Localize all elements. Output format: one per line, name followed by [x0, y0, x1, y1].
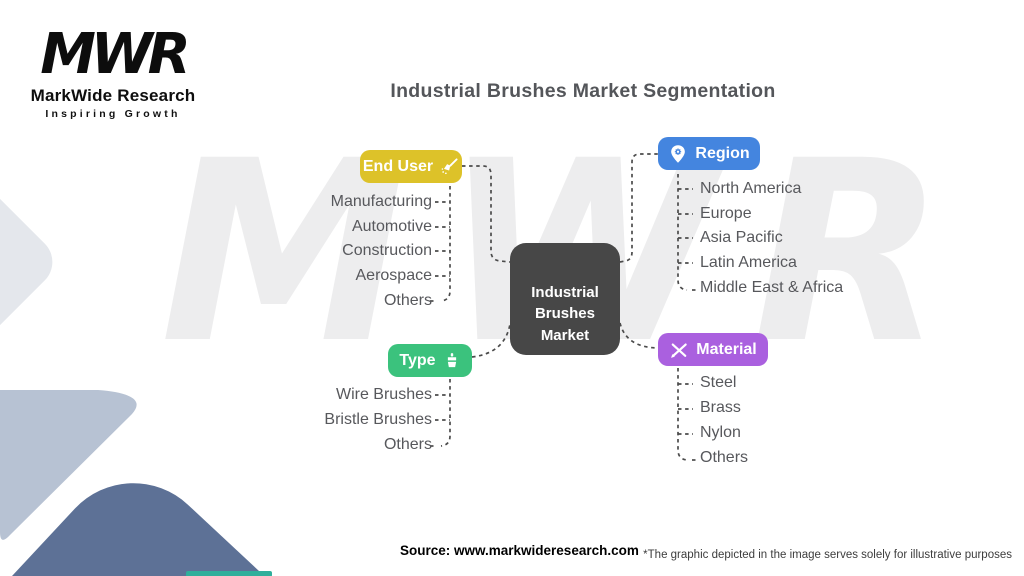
branch-badge-end-user: End User — [360, 150, 462, 183]
end-user-badge-label: End User — [362, 157, 434, 175]
type-item: Wire Brushes — [335, 386, 432, 403]
material-item: Nylon — [700, 424, 741, 441]
end-user-item: Construction — [342, 242, 432, 259]
central-node-industrial-brushes-market: Industrial Brushes Market — [510, 243, 620, 355]
region-item: Middle East & Africa — [700, 279, 844, 296]
material-item: Steel — [700, 374, 737, 391]
region-badge-label: Region — [695, 144, 750, 162]
branch-badge-type: Type — [388, 344, 472, 377]
region-item: Europe — [700, 205, 752, 222]
branch-badge-material: Material — [658, 333, 768, 366]
material-item: Brass — [700, 399, 741, 416]
central-node-line2: Brushes — [534, 305, 595, 323]
source-text: Source: www.markwideresearch.com — [400, 543, 639, 558]
region-item: North America — [700, 180, 802, 197]
branch-badge-region: Region — [658, 137, 760, 170]
crossed-tools-icon — [669, 340, 689, 360]
map-pin-gear-icon — [668, 144, 688, 164]
end-user-item: Others — [383, 292, 432, 309]
region-item: Asia Pacific — [700, 229, 783, 246]
central-node-line3: Market — [540, 326, 590, 344]
markwide-research-logo: MWR MarkWide Research Inspiring Growth — [28, 22, 198, 120]
material-item: Others — [700, 449, 749, 466]
type-item: Bristle Brushes — [324, 411, 432, 428]
logo-tagline: Inspiring Growth — [45, 107, 181, 120]
type-badge-label: Type — [399, 351, 436, 369]
end-user-item: Manufacturing — [330, 193, 432, 210]
bottom-left-light-diamond-decoration — [0, 390, 137, 540]
left-edge-diamond-decoration — [0, 148, 64, 376]
teal-sliver-decoration — [186, 571, 272, 576]
type-item: Others — [383, 436, 432, 453]
end-user-item: Aerospace — [355, 267, 433, 284]
paint-brush-icon — [443, 352, 461, 370]
end-user-item: Automotive — [351, 218, 432, 235]
region-item: Latin America — [700, 254, 797, 271]
central-node-line1: Industrial — [531, 284, 599, 302]
broom-icon — [440, 157, 459, 176]
logo-name: MarkWide Research — [30, 85, 196, 105]
page-title: Industrial Brushes Market Segmentation — [390, 80, 776, 102]
central-node-label: Industrial Brushes Market — [531, 282, 599, 346]
disclaimer-text: *The graphic depicted in the image serve… — [643, 549, 1012, 561]
logo-monogram: MWR — [40, 22, 191, 87]
material-badge-label: Material — [696, 340, 757, 358]
